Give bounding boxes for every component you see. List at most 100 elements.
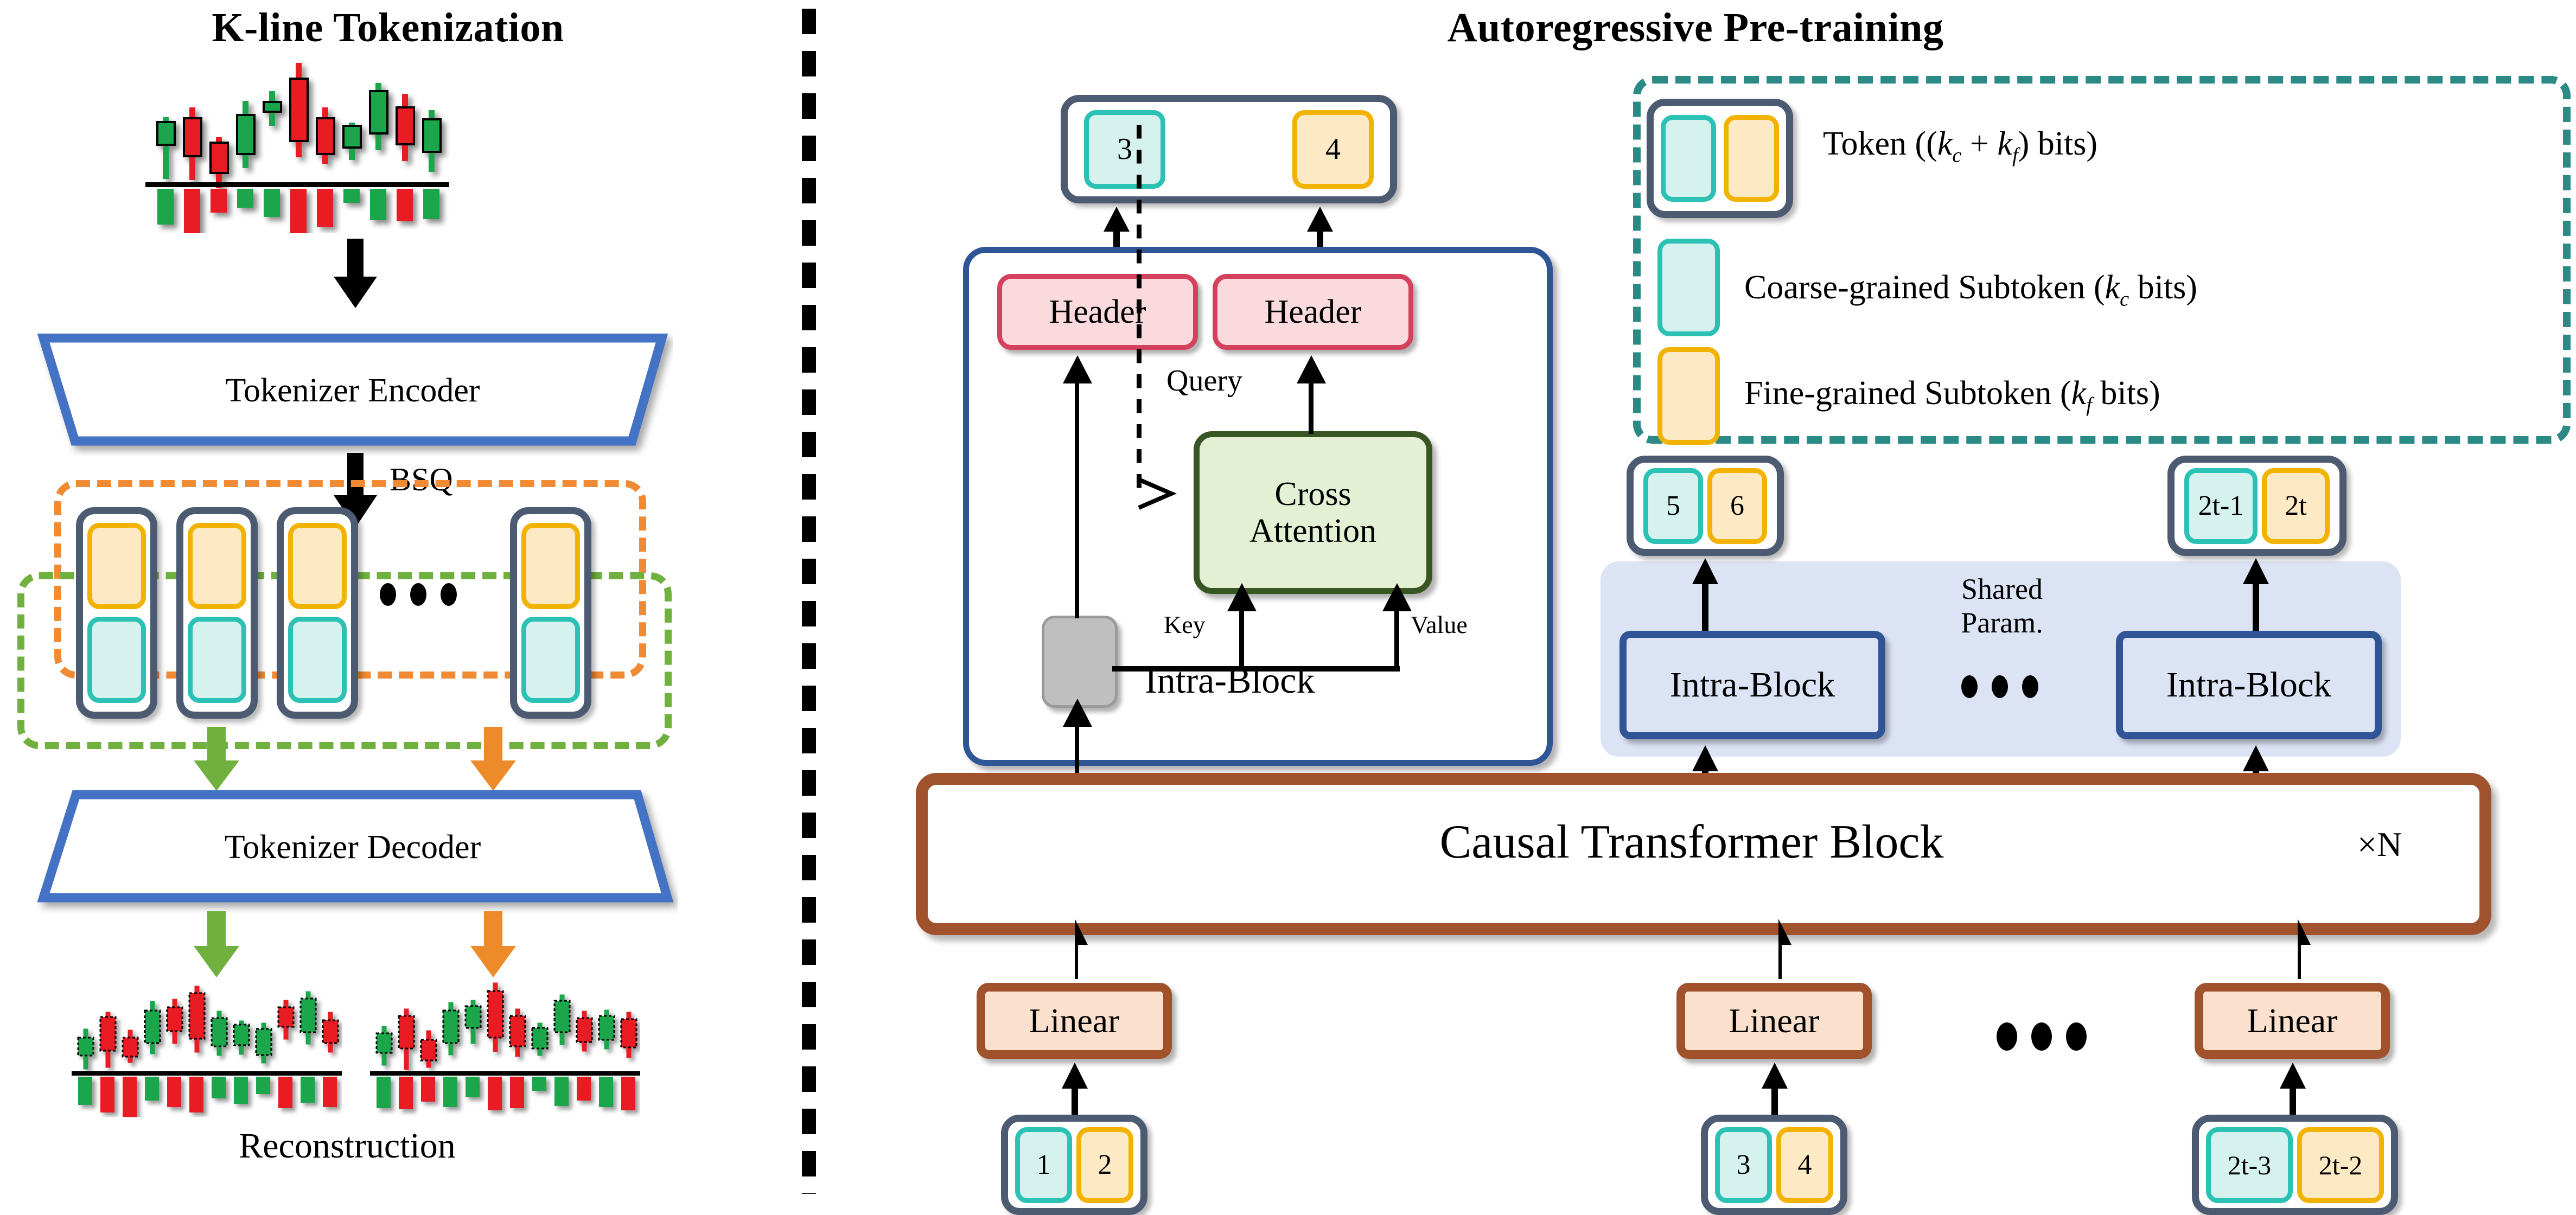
linear-box-1-label: Linear [1029,1001,1120,1040]
fine-subtoken: 4 [1776,1127,1833,1203]
input-token-box-3[interactable]: 2t-3 2t-2 [2192,1115,2398,1215]
output-token-box[interactable]: 3 4 [1061,95,1397,203]
token-box[interactable] [176,507,258,719]
arrow-linear2-to-causal [1778,919,1791,979]
query-label: Query [1166,364,1242,398]
header-box-right[interactable]: Header [1213,274,1413,350]
token-sequence-ellipsis [380,583,457,606]
arrow-header1-to-output [1104,207,1130,268]
token-box[interactable] [76,507,157,719]
line-into-state [1075,702,1079,800]
tokenizer-decoder-label: Tokenizer Decoder [224,829,481,866]
legend-token-label: Token ((kc + kf) bits) [1823,125,2097,167]
panel-divider [802,9,816,1194]
legend-fine-suffix: bits) [2092,375,2160,412]
header-box-left[interactable]: Header [997,274,1198,350]
coarse-subtoken: 2t-1 [2184,468,2258,544]
fine-subtoken: 4 [1292,110,1374,189]
arrow-token3-to-linear [2280,1063,2306,1117]
arrowhead-into-state [1063,699,1092,727]
tokenizer-encoder-label: Tokenizer Encoder [225,372,480,409]
legend-fine-swatch [1657,347,1720,445]
legend-k-f: k [1997,125,2012,162]
input-token-box-1[interactable]: 1 2 [1001,1115,1147,1215]
arrow-green-decoder-out [194,911,239,977]
legend-text-token-prefix: Token (( [1823,125,1937,162]
shared-param-line1: Shared [1961,573,2043,605]
coarse-subtoken: 3 [1084,110,1165,189]
linear-box-1[interactable]: Linear [977,983,1172,1059]
arrow-chart-to-encoder [334,239,377,308]
arrow-token1-to-linear [1062,1063,1088,1117]
legend-fine-prefix: Fine-grained Subtoken ( [1744,375,2071,412]
legend-box [1633,76,2571,444]
input-token-box-2[interactable]: 3 4 [1701,1115,1847,1215]
intra-block-detail-title: Intra-Block [1145,660,1315,701]
shared-param-label: Shared Param. [1893,572,2110,640]
linear-box-2[interactable]: Linear [1676,983,1872,1059]
cross-attention-line2: Attention [1249,513,1377,549]
arrow-header2-to-output [1307,207,1333,268]
arrow-token2-to-linear [1762,1063,1788,1117]
shared-intra-block-1[interactable]: Intra-Block [1619,631,1885,739]
dashed-query-line [1137,125,1142,499]
value-label: Value [1411,611,1468,638]
value-line [1394,602,1399,670]
arrowhead-value [1382,583,1412,611]
coarse-subtoken [87,617,146,703]
shared-intra-block-2-label: Intra-Block [2166,665,2332,705]
shared-intra-block-2[interactable]: Intra-Block [2116,631,2382,739]
linear-box-2-label: Linear [1729,1001,1820,1040]
legend-fine-k-sub: f [2086,393,2092,417]
legend-coarse-suffix: bits) [2129,269,2197,306]
cross-attention-line1: Cross [1274,475,1351,513]
cross-attention-box[interactable]: Cross Attention [1194,431,1432,594]
arrow-causal-to-block2 [2243,745,2269,800]
legend-coarse-label: Coarse-grained Subtoken (kc bits) [1744,268,2197,311]
left-panel-title: K-line Tokenization [212,5,564,50]
arrow-green-to-decoder [194,727,239,791]
linear-row-ellipsis [1997,1022,2087,1051]
causal-transformer-block[interactable] [916,773,2491,935]
coarse-subtoken: 1 [1015,1127,1072,1203]
kv-bus-line [1112,666,1400,672]
fine-subtoken: 2 [1076,1127,1133,1203]
shared-output-token-1[interactable]: 5 6 [1627,456,1784,556]
arrow-block2-to-token [2243,558,2269,635]
legend-token-swatch [1647,99,1793,218]
tokenizer-encoder-box[interactable]: Tokenizer Encoder [33,334,673,447]
fine-subtoken [188,523,246,609]
legend-token-suffix: ) bits) [2018,125,2098,162]
arrow-orange-to-decoder [470,727,516,791]
legend-coarse-k: k [2105,269,2120,306]
arrow-linear1-to-causal [1075,919,1088,979]
shared-output-token-2[interactable]: 2t-1 2t [2167,456,2347,556]
coarse-subtoken [288,617,347,703]
input-candlestick-chart [145,63,449,233]
fine-subtoken: 2t-2 [2297,1127,2384,1203]
key-line [1239,602,1244,670]
token-box[interactable] [510,507,591,719]
tokenizer-decoder-box[interactable]: Tokenizer Decoder [33,789,674,906]
header-box-left-label: Header [1049,293,1146,330]
key-label: Key [1164,611,1206,638]
linear-box-3[interactable]: Linear [2195,983,2390,1059]
legend-coarse-prefix: Coarse-grained Subtoken ( [1744,269,2105,306]
arrow-causal-to-block1 [1692,745,1718,800]
shared-param-line2: Param. [1961,606,2043,640]
arrow-linear3-to-causal [2298,919,2311,979]
header-box-right-label: Header [1264,293,1362,330]
token-box[interactable] [277,507,358,719]
line-attention-to-header-right [1309,374,1313,434]
arrowhead-query [1138,477,1177,510]
reconstruction-label: Reconstruction [239,1126,456,1166]
coarse-subtoken [188,617,246,703]
fine-subtoken [1724,115,1779,202]
causal-transformer-block-label: Causal Transformer Block [1439,816,1944,868]
arrowhead-key [1227,583,1257,611]
legend-k-c: k [1937,125,1953,162]
shared-intra-block-1-label: Intra-Block [1669,665,1835,705]
fine-subtoken [87,523,146,609]
coarse-subtoken: 3 [1715,1127,1772,1203]
legend-k-f-sub: f [2012,144,2018,167]
